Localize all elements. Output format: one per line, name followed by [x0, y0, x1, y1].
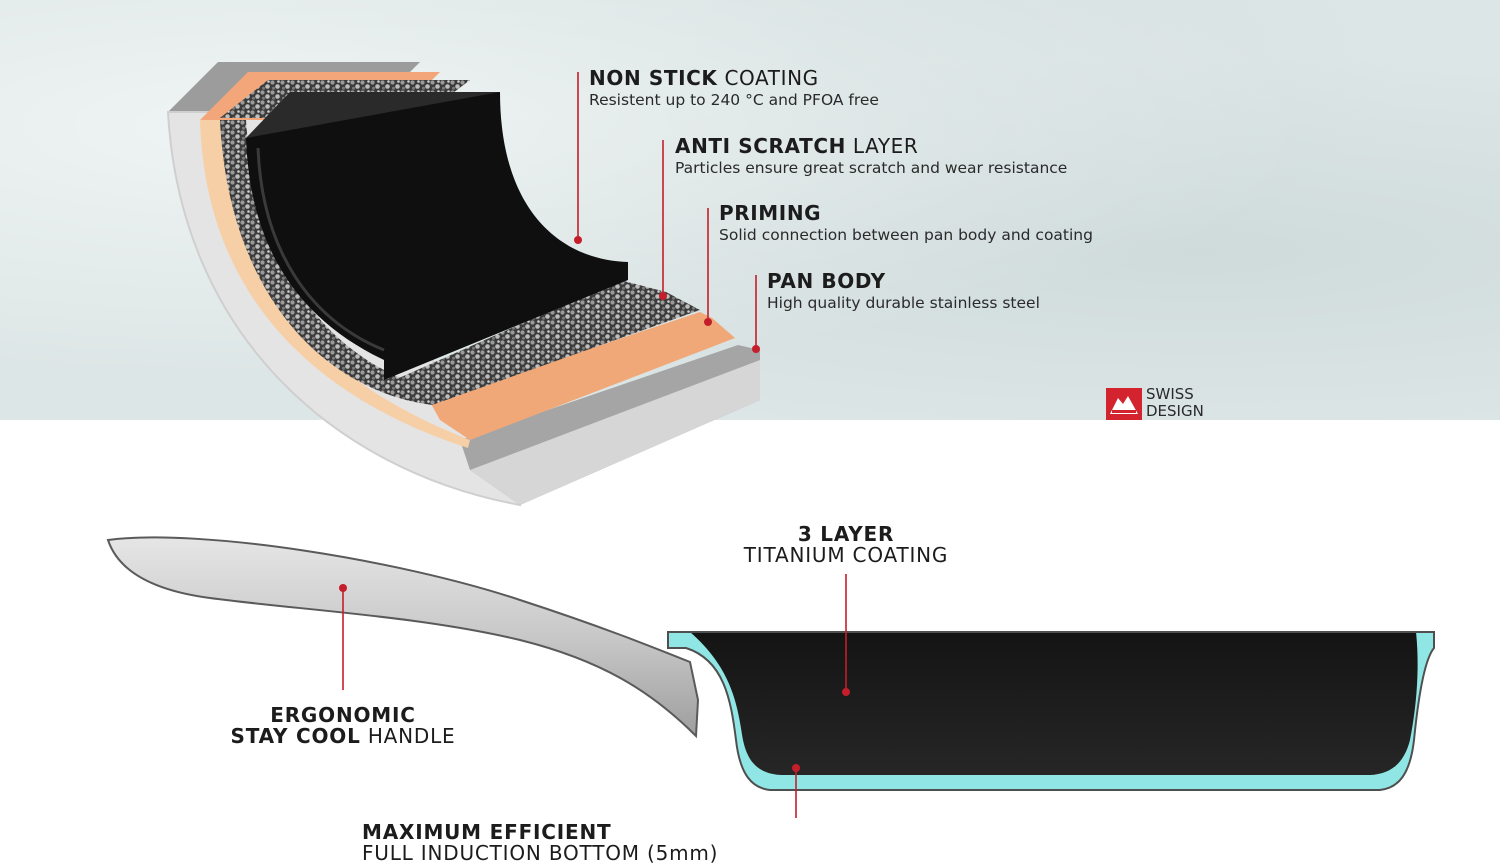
pan-label-handle: ERGONOMIC STAY COOL HANDLE [218, 705, 468, 747]
layer-title-bold: ANTI SCRATCH [675, 134, 846, 158]
anti-scratch-layer [220, 120, 432, 405]
bottom-subtitle: FULL INDUCTION BOTTOM (5mm) [362, 841, 719, 865]
non-stick-inner-edge [256, 147, 385, 352]
handle-title: ERGONOMIC [270, 703, 416, 727]
layer-label-anti-scratch: ANTI SCRATCH LAYER Particles ensure grea… [675, 134, 1067, 178]
priming-floor [430, 312, 735, 440]
swiss-design-icon [1106, 388, 1142, 420]
layer-description: Resistent up to 240 °C and PFOA free [589, 91, 879, 109]
layer-leader-lines [574, 72, 760, 353]
coating-title: 3 LAYER [797, 522, 895, 546]
pan-inner-coating [690, 632, 1418, 775]
steel-floor-front [470, 360, 760, 505]
frying-pan [106, 536, 1435, 791]
layer-title-bold: PRIMING [719, 201, 822, 225]
logo-line-2: DESIGN [1146, 402, 1204, 420]
layer-description: Particles ensure great scratch and wear … [675, 159, 1068, 177]
priming-layer [200, 120, 470, 448]
handle-subtitle-bold: STAY COOL [230, 724, 361, 748]
layer-label-pan-body: PAN BODY High quality durable stainless … [767, 269, 1040, 313]
layer-title-bold: NON STICK [589, 66, 718, 90]
coating-subtitle: TITANIUM COATING [743, 543, 949, 567]
layer-cross-section [166, 62, 760, 507]
layer-description: Solid connection between pan body and co… [719, 226, 1093, 244]
handle-subtitle-rest: HANDLE [360, 724, 456, 748]
layer-title-rest: COATING [717, 66, 819, 90]
pan-label-coating: 3 LAYER TITANIUM COATING [720, 524, 972, 566]
layer-title-rest: LAYER [845, 134, 919, 158]
layer-description: High quality durable stainless steel [767, 294, 1040, 312]
bottom-title: MAXIMUM EFFICIENT [362, 820, 612, 844]
layer-label-non-stick: NON STICK COATING Resistent up to 240 °C… [589, 66, 879, 110]
pan-label-bottom: MAXIMUM EFFICIENT FULL INDUCTION BOTTOM … [362, 822, 718, 864]
layer-label-priming: PRIMING Solid connection between pan bod… [719, 201, 1093, 245]
non-stick-layer [246, 92, 628, 380]
swiss-design-logo: SWISS DESIGN [1106, 386, 1218, 422]
pan-leader-lines [339, 574, 850, 818]
pan-handle [106, 536, 700, 739]
layer-title-bold: PAN BODY [767, 269, 886, 293]
logo-line-1: SWISS [1146, 385, 1194, 403]
anti-scratch-floor [390, 280, 700, 405]
